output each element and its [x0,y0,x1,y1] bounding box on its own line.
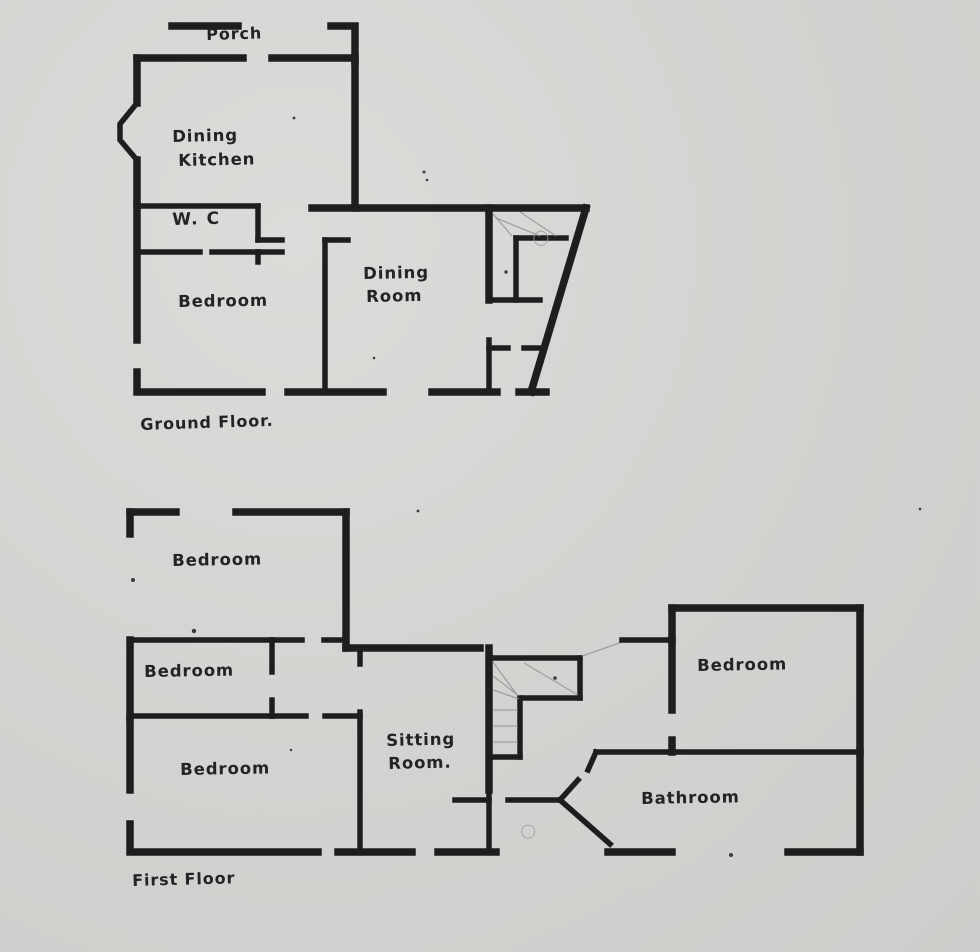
ground-stair-tread-3 [519,211,557,237]
ground-bay-window [117,99,141,164]
label-bedroom-ground: Bedroom [178,290,269,311]
first-bathroom-door-swing-wall [556,796,614,848]
first-landing-door-arc [521,824,536,839]
ground-stair-tread-1 [492,213,513,237]
first-stair-tread-7 [523,662,579,696]
paper-speck [372,356,376,360]
paper-speck [289,748,293,752]
porch-wall-top-right [327,22,359,66]
label-wc: W. C [172,208,221,230]
label-dining-room-line2: Room [366,285,423,306]
first-stair-tread-3 [492,689,520,700]
label-dining-kitchen-line2: Kitchen [178,149,256,170]
first-stair-mark [553,676,557,680]
ground-right-angled-wall [526,203,591,397]
label-bathroom: Bathroom [641,787,740,808]
paper-speck [918,507,922,511]
ground-bottom-left-wall [133,368,266,396]
caption-first-floor: First Floor [131,868,236,890]
first-floor-plan [126,507,922,857]
first-stair-tread-1 [492,661,518,696]
paper-speck [425,178,429,182]
ground-floor-plan [117,22,591,397]
first-bathroom-angled-jamb [584,748,600,774]
ground-closet-door-arc [533,230,549,246]
paper-speck [191,628,197,634]
label-bedroom-first-right: Bedroom [697,654,788,675]
label-sitting-room-line1: Sitting [386,729,456,750]
first-bathroom-door-leaf [556,776,582,804]
label-porch: Porch [205,23,263,44]
paper-speck [729,853,733,857]
label-bedroom-first-mid: Bedroom [144,660,235,681]
label-dining-room-line1: Dining [363,262,430,283]
paper-speck [292,116,296,120]
paper-speck [131,578,135,582]
label-bedroom-first-low: Bedroom [180,758,271,779]
label-bedroom-first-top: Bedroom [172,549,263,570]
paper-speck [416,509,420,513]
paper-speck [422,170,426,174]
label-dining-kitchen-line1: Dining [172,125,239,146]
first-stair-tread-2 [492,675,520,697]
first-bottom-left-wall [126,820,322,856]
ground-stair-tread-2 [495,217,541,237]
ground-stair-mark [504,270,508,274]
label-sitting-room-line2: Room. [388,752,452,773]
